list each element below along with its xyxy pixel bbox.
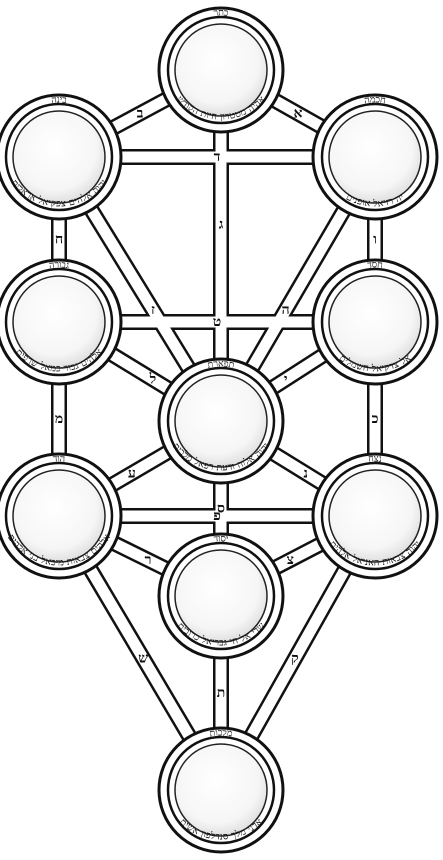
path-letter-1: א: [294, 106, 303, 122]
path-letter-10: י: [284, 371, 288, 387]
path-letter-19: ק: [291, 650, 299, 666]
sefirah-name-chokmah: חכמה: [364, 94, 387, 106]
path-letter-4: ד: [214, 149, 221, 165]
path-letter-20: ר: [145, 552, 152, 568]
path-letters-layer: א ב ג ד ה ו ז ח ט י כ ל מ נ ס ע פ צ ק ר ש ת: [55, 106, 379, 702]
sefirah-name-gevurah: גבורה: [48, 259, 69, 271]
path-letter-22: ת: [217, 685, 226, 701]
sefirah-name-malkuth: מלכות: [209, 727, 234, 739]
sefirah-disc: [328, 469, 422, 563]
path-letter-5: ה: [282, 302, 290, 318]
sefirah-disc: [12, 110, 106, 204]
path-letter-3: ג: [219, 216, 224, 232]
path-letter-14: נ: [303, 465, 308, 481]
path-letter-6: ו: [373, 232, 377, 248]
path-letter-13: מ: [55, 411, 63, 427]
path-letter-18: צ: [287, 552, 294, 568]
sefirah-disc: [174, 374, 268, 468]
path-letter-16: ע: [128, 465, 136, 481]
path-letter-7: ז: [151, 302, 155, 318]
sefirah-name-hod: הוד: [53, 453, 66, 464]
sefirah-name-tiferet: תפארת: [207, 358, 236, 370]
path-letter-12: ל: [149, 371, 157, 387]
sefirah-disc: [174, 743, 268, 837]
sefirah-name-chesed: חסד: [367, 259, 383, 270]
path-letter-17: פ: [213, 508, 221, 524]
sefirah-disc: [328, 110, 422, 204]
sefirah-disc: [12, 275, 106, 369]
sefirah-name-keter: כתר: [213, 7, 229, 18]
sefirah-name-netzach: נצח: [368, 453, 382, 464]
path-letter-15: ס: [217, 501, 225, 517]
path-letter-21: ש: [138, 650, 148, 666]
sefirah-name-binah: בינה: [51, 95, 68, 107]
path-letter-11: כ: [372, 411, 379, 427]
path-letter-9: ט: [213, 314, 221, 330]
sefirah-disc: [174, 549, 268, 643]
sefirah-disc: [174, 23, 268, 117]
path-letter-2: ב: [137, 106, 144, 122]
path-letter-8: ח: [55, 232, 63, 248]
sefirah-disc: [12, 469, 106, 563]
sefirah-disc: [328, 275, 422, 369]
sefirah-name-yesod: יסוד: [213, 533, 229, 544]
